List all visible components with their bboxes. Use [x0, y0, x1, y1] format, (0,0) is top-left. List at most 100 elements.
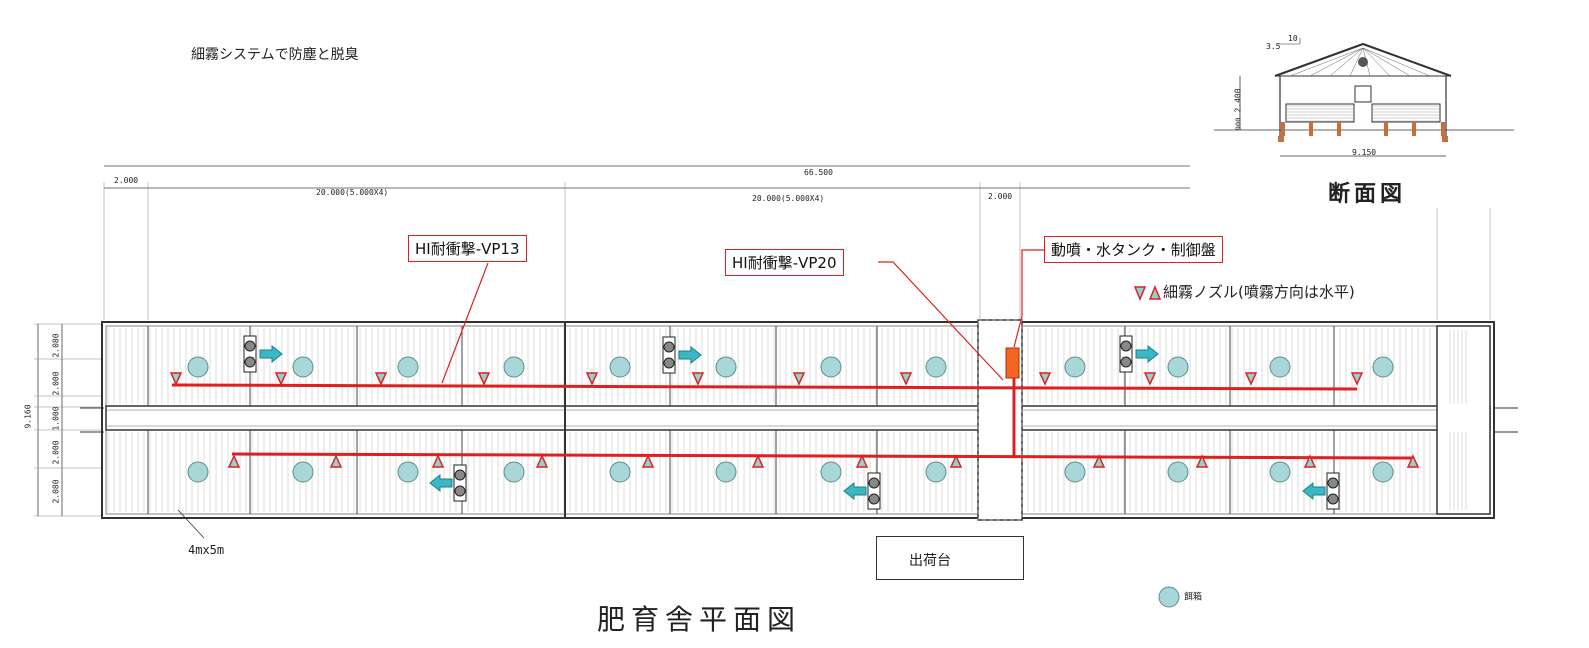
- fan-blade: [454, 485, 466, 497]
- dim-section-width: 9.150: [1352, 148, 1377, 157]
- callout-vp13: HI耐衝撃-VP13: [408, 235, 527, 262]
- nozzle: [949, 454, 963, 468]
- feeder: [609, 461, 631, 483]
- fan-unit: [453, 464, 467, 502]
- shipping-platform-label: 出荷台: [909, 553, 951, 569]
- feeder: [292, 461, 314, 483]
- legend-nozzle-text: 細霧ノズル(噴霧方向は水平): [1163, 283, 1355, 301]
- nozzle: [641, 454, 655, 468]
- section-door: [1354, 85, 1372, 103]
- legend-feeder-text: 餌箱: [1184, 592, 1203, 603]
- feeder: [925, 461, 947, 483]
- fan-airflow-arrow: [1135, 344, 1159, 364]
- fan-blade: [1120, 356, 1132, 368]
- roof-truss: [1362, 47, 1431, 77]
- nozzle: [899, 372, 913, 386]
- feeder: [609, 356, 631, 378]
- fan-unit: [1326, 472, 1340, 510]
- dim-width-total: 9.160: [23, 404, 33, 429]
- nozzle: [227, 454, 241, 468]
- nozzle: [1092, 454, 1106, 468]
- feeder: [1167, 356, 1189, 378]
- roof-truss: [1329, 47, 1364, 77]
- nozzle: [477, 372, 491, 386]
- dim-passage: 2.000: [988, 192, 1013, 201]
- bay-dimension: 2.080: [51, 333, 61, 358]
- feeder: [820, 461, 842, 483]
- nozzle: [1406, 454, 1420, 468]
- callout-pump: 動噴・水タンク・制御盤: [1044, 236, 1223, 263]
- leader-pen-size: [177, 509, 205, 539]
- fan-blade: [1120, 340, 1132, 352]
- section-pen-left: [1285, 103, 1355, 123]
- dim-right-span: 20.000(5.000X4): [752, 194, 825, 203]
- legend-nozzle: 細霧ノズル(噴霧方向は水平): [1133, 281, 1355, 302]
- legend-feeder: 餌箱: [1158, 586, 1202, 608]
- building-outline: [101, 321, 1495, 519]
- section-pen-right: [1371, 103, 1441, 123]
- section-footing: [1412, 122, 1416, 136]
- shipping-platform: 出荷台: [876, 536, 1024, 580]
- feeder: [1372, 461, 1394, 483]
- dim-total-length: 66.500: [804, 168, 833, 177]
- fan-airflow-arrow: [429, 473, 453, 493]
- roof-truss: [1362, 47, 1371, 77]
- feeder-icon: [1158, 586, 1180, 608]
- bay-dimension: 2.000: [51, 440, 61, 465]
- bay-dimension: 1.000: [51, 406, 61, 431]
- pipe-upper: [171, 383, 1358, 391]
- nozzle: [792, 372, 806, 386]
- leader-vp20: [878, 261, 1004, 381]
- dim-roof-run: 10: [1288, 34, 1298, 43]
- fan-blade: [1327, 477, 1339, 489]
- fan-unit: [662, 336, 676, 374]
- feeder: [1269, 356, 1291, 378]
- dim-left-end: 2.000: [114, 176, 139, 185]
- nozzle: [1350, 372, 1364, 386]
- feeder: [1167, 461, 1189, 483]
- roof-truss: [1349, 47, 1364, 77]
- roof-truss: [1309, 47, 1364, 77]
- nozzle: [751, 454, 765, 468]
- feeder: [397, 356, 419, 378]
- pump-unit: [1005, 347, 1020, 379]
- page-heading: 細霧システムで防塵と脱臭: [191, 47, 359, 63]
- nozzle: [855, 454, 869, 468]
- nozzle: [1038, 372, 1052, 386]
- fan-blade: [663, 357, 675, 369]
- section-foundation: [1278, 136, 1284, 142]
- feeder: [1269, 461, 1291, 483]
- dim-section-base: 900: [1234, 117, 1243, 131]
- section-footing: [1281, 122, 1285, 136]
- fan-blade: [244, 340, 256, 352]
- nozzle: [535, 454, 549, 468]
- roof-truss: [1362, 47, 1391, 77]
- plan-title: 肥育舎平面図: [597, 603, 802, 636]
- feeder: [187, 356, 209, 378]
- fan-blade: [868, 477, 880, 489]
- fan-airflow-arrow: [678, 345, 702, 365]
- bay-dimension: 2.080: [51, 479, 61, 504]
- nozzle: [1143, 372, 1157, 386]
- feeder: [820, 356, 842, 378]
- nozzle: [329, 454, 343, 468]
- feeder: [715, 356, 737, 378]
- section-title: 断面図: [1328, 182, 1407, 207]
- dim-section-height: 2.400: [1233, 88, 1243, 113]
- fan-blade: [244, 356, 256, 368]
- section-foundation: [1442, 136, 1448, 142]
- fan-unit: [243, 335, 257, 373]
- feeder: [925, 356, 947, 378]
- roof-vent: [1358, 57, 1368, 67]
- nozzle: [691, 372, 705, 386]
- label-pen-size: 4mx5m: [188, 543, 225, 557]
- section-footing: [1384, 122, 1388, 136]
- fan-blade: [663, 341, 675, 353]
- feeder: [1372, 356, 1394, 378]
- feeder: [187, 461, 209, 483]
- nozzle: [1244, 372, 1258, 386]
- section-roof: [1274, 42, 1452, 77]
- building-inner-outline: [105, 325, 1491, 515]
